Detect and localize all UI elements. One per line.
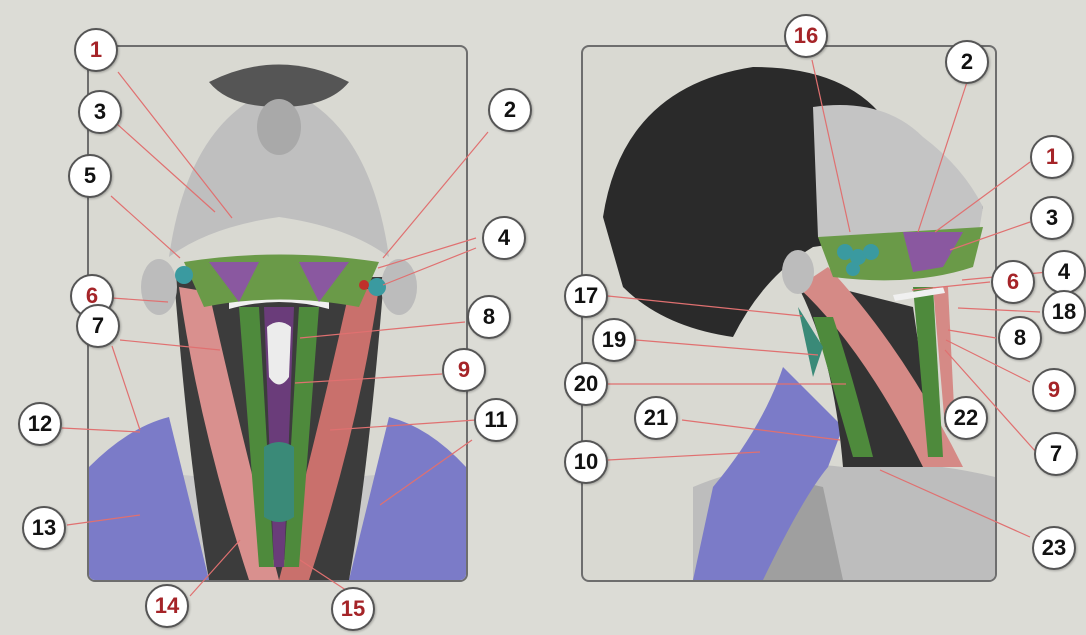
marker-right-8: 8: [998, 316, 1042, 360]
side-view-panel: [581, 45, 997, 582]
marker-right-19: 19: [592, 318, 636, 362]
marker-right-1: 1: [1030, 135, 1074, 179]
marker-left-9: 9: [442, 348, 486, 392]
marker-left-15: 15: [331, 587, 375, 631]
marker-right-2: 2: [945, 40, 989, 84]
front-view-panel: [87, 45, 468, 582]
marker-right-20: 20: [564, 362, 608, 406]
marker-left-14: 14: [145, 584, 189, 628]
marker-right-4: 4: [1042, 250, 1086, 294]
marker-right-6: 6: [991, 260, 1035, 304]
marker-left-12: 12: [18, 402, 62, 446]
marker-left-5: 5: [68, 154, 112, 198]
marker-right-23: 23: [1032, 526, 1076, 570]
marker-left-3: 3: [78, 90, 122, 134]
marker-right-17: 17: [564, 274, 608, 318]
marker-right-16: 16: [784, 14, 828, 58]
marker-left-4: 4: [482, 216, 526, 260]
marker-right-22: 22: [944, 396, 988, 440]
marker-left-1: 1: [74, 28, 118, 72]
marker-right-9: 9: [1032, 368, 1076, 412]
marker-right-21: 21: [634, 396, 678, 440]
marker-left-2: 2: [488, 88, 532, 132]
marker-left-11: 11: [474, 398, 518, 442]
side-neck-illustration: [583, 47, 995, 580]
marker-right-18: 18: [1042, 290, 1086, 334]
marker-right-7: 7: [1034, 432, 1078, 476]
marker-right-10: 10: [564, 440, 608, 484]
marker-left-13: 13: [22, 506, 66, 550]
marker-left-7: 7: [76, 304, 120, 348]
front-neck-illustration: [89, 47, 466, 580]
marker-left-8: 8: [467, 295, 511, 339]
marker-right-3: 3: [1030, 196, 1074, 240]
